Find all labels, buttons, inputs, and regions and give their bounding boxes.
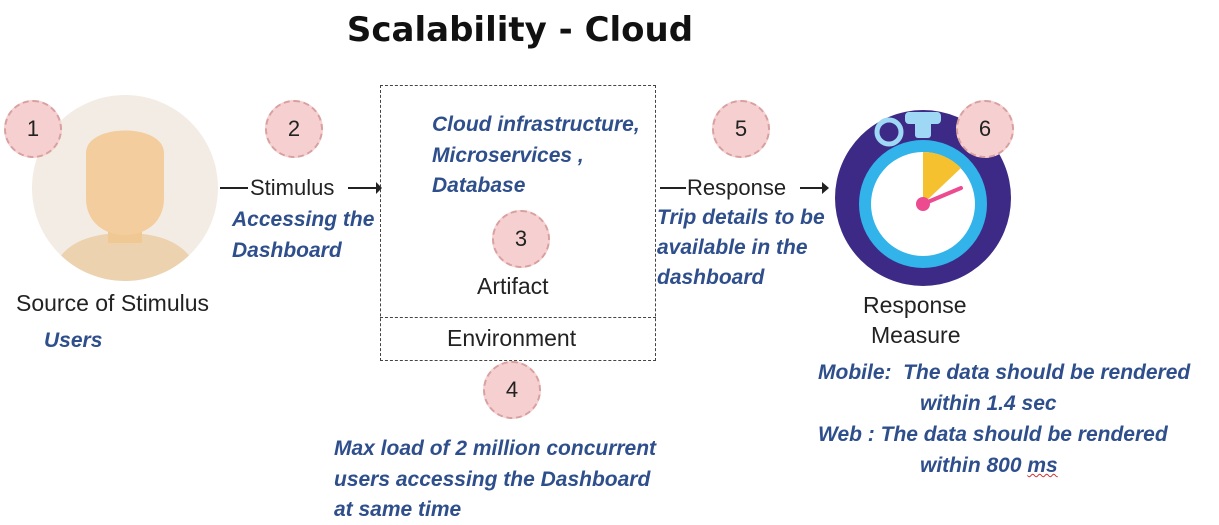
environment-detail-line3: at same time [334,498,462,521]
artifact-detail-line3: Database [432,174,526,197]
source-label: Source of Stimulus [16,290,210,316]
stopwatch-icon [835,110,1011,286]
artifact-box [380,85,656,361]
response-arrow [660,182,829,194]
artifact-label: Artifact [477,273,549,299]
artifact-detail-line2: Microservices , [432,144,584,167]
stimulus-detail-line1: Accessing the [232,208,375,231]
measure-web-line2: within 800 ms [920,450,1058,481]
source-detail: Users [44,329,103,352]
stimulus-detail-line2: Dashboard [232,239,342,262]
stimulus-label: Stimulus [250,175,335,200]
step-badge-3: 3 [492,210,550,268]
measure-web-line1: Web : The data should be rendered [818,423,1168,446]
response-detail-line1: Trip details to be [657,206,825,229]
measure-label-line2: Measure [871,322,961,348]
measure-web-line2-unit: ms [1027,454,1058,477]
step-badge-5: 5 [712,100,770,158]
environment-detail-line1: Max load of 2 million concurrent [334,437,657,460]
response-label: Response [687,175,787,200]
environment-label: Environment [447,325,577,351]
step-badge-2: 2 [265,100,323,158]
page-title: Scalability - Cloud [346,10,694,50]
response-detail-line2: available in the [657,236,808,259]
environment-divider [380,317,656,318]
measure-web-line2-prefix: within 800 [920,454,1028,477]
artifact-detail-line1: Cloud infrastructure, [432,113,640,136]
environment-detail-line2: users accessing the Dashboard [334,468,651,491]
stimulus-arrow [220,182,382,194]
person-avatar-icon [32,95,218,281]
response-detail-line3: dashboard [657,266,765,289]
measure-label-line1: Response [863,292,967,318]
measure-mobile-line1: Mobile: The data should be rendered [818,361,1191,384]
step-badge-6: 6 [956,100,1014,158]
step-badge-1: 1 [4,100,62,158]
measure-mobile-line2: within 1.4 sec [920,392,1057,415]
step-badge-4: 4 [483,361,541,419]
